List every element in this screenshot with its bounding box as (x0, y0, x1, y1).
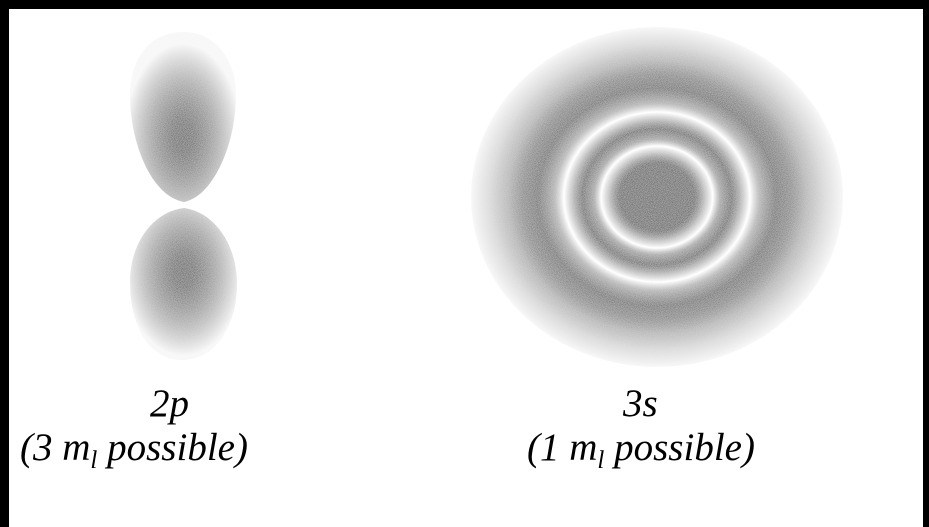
orbital-2p-caption-m: m (62, 426, 91, 469)
orbital-3s-caption-sub: l (597, 447, 605, 474)
orbital-3s-density (471, 27, 843, 367)
orbital-2p-caption-sub: l (90, 447, 98, 474)
orbital-2p-name: 2p (150, 382, 189, 425)
orbital-2p-caption-open: (3 (20, 426, 63, 469)
orbital-3s-caption: (1 ml possible) (527, 426, 755, 473)
orbital-2p-bottom-lobe (130, 208, 237, 360)
orbital-2p-top-lobe (130, 32, 236, 202)
orbital-2p-caption: (3 ml possible) (20, 426, 248, 473)
orbital-3s-name: 3s (623, 382, 658, 425)
orbital-3s-caption-m: m (569, 426, 598, 469)
orbital-2p-caption-rest: possible) (97, 426, 248, 469)
orbital-3s-caption-open: (1 (527, 426, 570, 469)
orbital-3s-caption-rest: possible) (604, 426, 755, 469)
orbital-2p-lobes (130, 32, 237, 360)
orbital-3s-rings (471, 27, 843, 367)
